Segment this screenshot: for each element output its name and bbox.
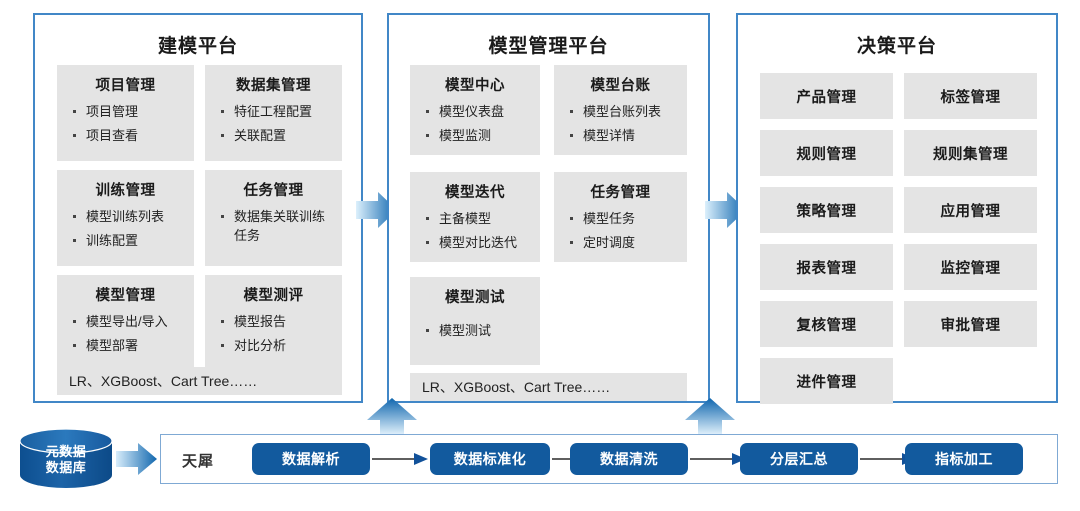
list-item[interactable]: 项目管理 [71, 102, 188, 121]
list-item[interactable]: 模型训练列表 [71, 207, 188, 226]
panel-title-modeling: 建模平台 [157, 36, 238, 57]
card-item-list: 模型报告 对比分析 [205, 312, 342, 355]
card-item-list: 项目管理 项目查看 [57, 102, 194, 145]
module-tag-management[interactable]: 标签管理 [904, 73, 1037, 119]
card-item-list: 模型训练列表 训练配置 [57, 207, 194, 250]
card-title: 任务管理 [243, 183, 304, 199]
list-item[interactable]: 特征工程配置 [219, 102, 336, 121]
card-title: 任务管理 [590, 185, 651, 201]
module-monitoring-management[interactable]: 监控管理 [904, 244, 1037, 290]
module-application-entry-management[interactable]: 进件管理 [760, 358, 893, 404]
list-item[interactable]: 模型测试 [424, 321, 534, 340]
card-title: 项目管理 [95, 78, 156, 94]
module-ruleset-management[interactable]: 规则集管理 [904, 130, 1037, 176]
card-title: 模型迭代 [445, 185, 505, 201]
pipeline-step-data-standardization[interactable]: 数据标准化 [430, 443, 550, 475]
card-title: 模型测评 [243, 288, 304, 304]
card-item-list: 主备模型 模型对比迭代 [410, 209, 540, 252]
arrow-model-management-to-decision [705, 190, 747, 230]
pipeline-step-data-cleaning[interactable]: 数据清洗 [570, 443, 688, 475]
list-item[interactable]: 模型报告 [219, 312, 336, 331]
card-model-management[interactable]: 模型管理 模型导出/导入 模型部署 [57, 275, 194, 371]
card-model-evaluation[interactable]: 模型测评 模型报告 对比分析 [205, 275, 342, 371]
panel-decision-platform: 决策平台 产品管理 标签管理 规则管理 规则集管理 策略管理 应用管理 报表管理… [736, 13, 1058, 404]
card-dataset-management[interactable]: 数据集管理 特征工程配置 关联配置 [205, 65, 342, 161]
pipeline-label-tianxi: 天犀 [182, 453, 215, 470]
card-model-center[interactable]: 模型中心 模型仪表盘 模型监测 [410, 65, 540, 155]
card-title: 模型台账 [590, 78, 651, 94]
card-item-list: 模型台账列表 模型详情 [554, 102, 687, 145]
card-title: 模型管理 [95, 288, 156, 304]
list-item[interactable]: 对比分析 [219, 336, 336, 355]
card-model-task-management[interactable]: 任务管理 模型任务 定时调度 [554, 172, 687, 262]
list-item[interactable]: 训练配置 [71, 231, 188, 250]
connector-arrow-1 [372, 452, 428, 466]
list-item[interactable]: 模型部署 [71, 336, 188, 355]
metadata-database-cylinder: 元数据 数据库 [18, 428, 114, 488]
card-item-list: 模型任务 定时调度 [554, 209, 687, 252]
card-item-list: 模型导出/导入 模型部署 [57, 312, 194, 355]
card-project-management[interactable]: 项目管理 项目管理 项目查看 [57, 65, 194, 161]
list-item[interactable]: 模型仪表盘 [424, 102, 534, 121]
card-model-test[interactable]: 模型测试 模型测试 [410, 277, 540, 365]
panel-model-management-platform: 模型管理平台 模型中心 模型仪表盘 模型监测 模型台账 模型台账列表 模型详情 … [387, 13, 710, 403]
pipeline-step-metric-processing[interactable]: 指标加工 [905, 443, 1023, 475]
algorithms-strip-modeling: LR、XGBoost、Cart Tree…… [57, 367, 342, 395]
card-title: 模型测试 [445, 290, 505, 306]
module-approval-management[interactable]: 审批管理 [904, 301, 1037, 347]
module-review-management[interactable]: 复核管理 [760, 301, 893, 347]
list-item[interactable]: 主备模型 [424, 209, 534, 228]
list-item[interactable]: 模型监测 [424, 126, 534, 145]
list-item[interactable]: 模型对比迭代 [424, 233, 534, 252]
pipeline-step-data-parsing[interactable]: 数据解析 [252, 443, 370, 475]
list-item[interactable]: 数据集关联训练任务 [219, 207, 336, 245]
list-item[interactable]: 模型台账列表 [568, 102, 681, 121]
panel-modeling-platform: 建模平台 项目管理 项目管理 项目查看 数据集管理 特征工程配置 关联配置 训练… [33, 13, 363, 403]
panel-title-model-management: 模型管理平台 [488, 36, 609, 57]
arrow-pipeline-to-modeling [366, 398, 418, 436]
arrow-database-to-pipeline [116, 442, 158, 476]
card-item-list: 数据集关联训练任务 [205, 207, 342, 245]
module-application-management[interactable]: 应用管理 [904, 187, 1037, 233]
card-model-iteration[interactable]: 模型迭代 主备模型 模型对比迭代 [410, 172, 540, 262]
module-rule-management[interactable]: 规则管理 [760, 130, 893, 176]
list-item[interactable]: 关联配置 [219, 126, 336, 145]
card-title: 模型中心 [445, 78, 505, 94]
algorithms-strip-model-management: LR、XGBoost、Cart Tree…… [410, 373, 687, 401]
arrow-modeling-to-model-management [356, 190, 398, 230]
list-item[interactable]: 定时调度 [568, 233, 681, 252]
card-title: 训练管理 [95, 183, 156, 199]
module-report-management[interactable]: 报表管理 [760, 244, 893, 290]
panel-title-decision: 决策平台 [856, 36, 937, 57]
list-item[interactable]: 项目查看 [71, 126, 188, 145]
card-item-list: 模型测试 [410, 321, 540, 340]
list-item[interactable]: 模型导出/导入 [71, 312, 188, 331]
card-item-list: 模型仪表盘 模型监测 [410, 102, 540, 145]
card-model-ledger[interactable]: 模型台账 模型台账列表 模型详情 [554, 65, 687, 155]
card-title: 数据集管理 [236, 78, 311, 94]
module-strategy-management[interactable]: 策略管理 [760, 187, 893, 233]
list-item[interactable]: 模型任务 [568, 209, 681, 228]
arrow-pipeline-to-model-management [684, 398, 736, 436]
list-item[interactable]: 模型详情 [568, 126, 681, 145]
card-training-management[interactable]: 训练管理 模型训练列表 训练配置 [57, 170, 194, 266]
pipeline-step-layered-aggregation[interactable]: 分层汇总 [740, 443, 858, 475]
connector-arrow-3 [690, 452, 746, 466]
module-product-management[interactable]: 产品管理 [760, 73, 893, 119]
card-task-management[interactable]: 任务管理 数据集关联训练任务 [205, 170, 342, 266]
card-item-list: 特征工程配置 关联配置 [205, 102, 342, 145]
